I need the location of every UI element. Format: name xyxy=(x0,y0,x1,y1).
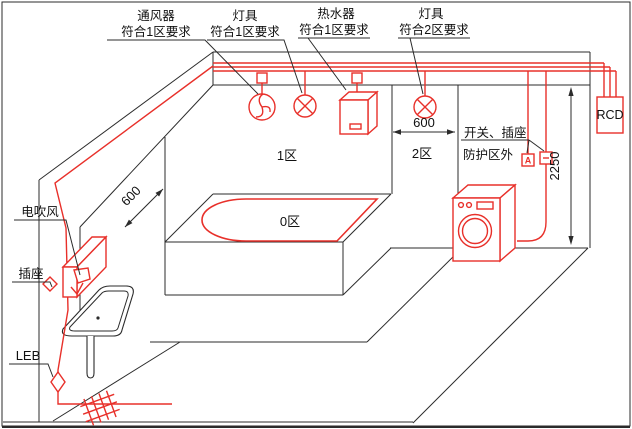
callout-texts: 通风器 符合1区要求 灯具 符合1区要求 热水器 符合1区要求 灯具 符合2区要… xyxy=(16,7,527,363)
rcd-feed-wires xyxy=(603,63,617,97)
bathtub xyxy=(201,198,379,242)
switch-socket-label: 开关、插座 xyxy=(464,125,527,140)
ventilator-fan-icon xyxy=(248,93,276,121)
water-heater-requirement: 符合1区要求 xyxy=(299,22,369,37)
zone1-label: 1区 xyxy=(277,148,297,163)
switch-socket-label2: 防护区外 xyxy=(463,147,514,162)
junction-box-heater xyxy=(351,72,363,84)
hair-dryer-label: 电吹风 xyxy=(21,205,59,219)
dim-600-top: 600 xyxy=(413,115,435,130)
rcd-label: RCD xyxy=(596,108,623,122)
hair-dryer-plug xyxy=(73,267,91,284)
washer-panel xyxy=(476,201,494,210)
rcd-device: RCD xyxy=(596,96,624,134)
washer-knob xyxy=(457,201,465,209)
fan-blades xyxy=(255,93,271,118)
water-heater-icon xyxy=(338,90,379,136)
zone2-label: 2区 xyxy=(412,146,432,161)
luminaire-zone2-icon xyxy=(413,95,437,119)
basin-pedestal xyxy=(86,336,95,379)
switch-box: A xyxy=(521,153,535,167)
leb-label: LEB xyxy=(16,348,41,363)
dimension-zone2-width: 600 xyxy=(393,115,455,135)
washer-supply-wire xyxy=(517,164,547,242)
callout-leaders xyxy=(9,37,545,378)
hair-dryer-cord xyxy=(70,282,84,296)
zone0-label: 0区 xyxy=(280,214,300,229)
switch-marker-label: A xyxy=(525,156,532,166)
ceiling-wire-bundle xyxy=(213,62,616,72)
ventilator-label: 通风器 xyxy=(137,9,175,23)
socket-box xyxy=(539,151,553,165)
wiring xyxy=(54,62,617,405)
washer-door xyxy=(457,213,493,249)
luminaire-zone1-icon xyxy=(293,94,317,118)
luminaire2-label: 灯具 xyxy=(418,7,444,21)
washer-door-inner xyxy=(461,217,489,245)
ventilator-requirement: 符合1区要求 xyxy=(121,24,191,39)
water-heater-label: 热水器 xyxy=(317,7,355,21)
dimension-zone-height: 2250 xyxy=(547,87,574,245)
heater-vent xyxy=(349,123,362,130)
luminaire2-requirement: 符合2区要求 xyxy=(399,22,469,37)
washing-machine xyxy=(451,183,517,263)
earth-electrode-icon xyxy=(80,390,120,426)
luminaire1-label: 灯具 xyxy=(232,9,258,23)
leb-terminal-icon xyxy=(50,370,66,394)
washer-knob xyxy=(465,201,473,209)
zone-labels: 1区 2区 0区 xyxy=(277,146,432,229)
room-structure xyxy=(3,51,591,424)
wall-socket-icon xyxy=(42,276,58,292)
basin-drain xyxy=(96,316,100,320)
washbasin xyxy=(61,285,134,379)
dim-2250: 2250 xyxy=(547,152,562,181)
junction-box-fan xyxy=(256,72,268,84)
luminaire1-requirement: 符合1区要求 xyxy=(210,24,280,39)
dim-600-left: 600 xyxy=(118,183,144,209)
left-wall-wire xyxy=(54,65,214,405)
socket-label: 插座 xyxy=(18,266,43,281)
dimension-left-wall: 600 xyxy=(118,183,164,228)
hair-dryer xyxy=(61,235,108,299)
